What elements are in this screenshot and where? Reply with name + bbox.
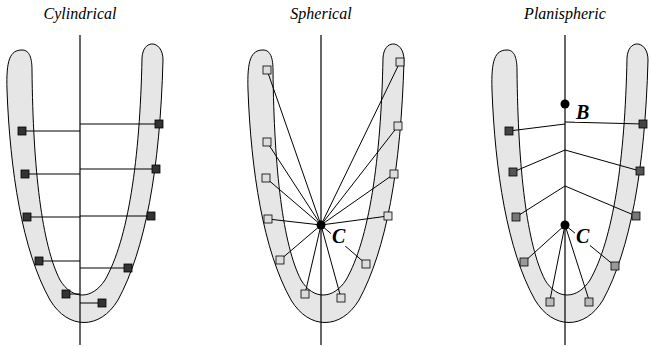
panel-title: Planispheric xyxy=(524,6,606,22)
spherical-panel xyxy=(248,35,404,345)
cylindrical-panel xyxy=(7,35,163,345)
panel-title: Spherical xyxy=(290,6,351,22)
point-label: B xyxy=(575,102,590,122)
planispheric-panel xyxy=(492,35,648,345)
point-label: C xyxy=(331,226,346,246)
panel-title: Cylindrical xyxy=(44,6,117,22)
point-label: C xyxy=(575,226,590,246)
